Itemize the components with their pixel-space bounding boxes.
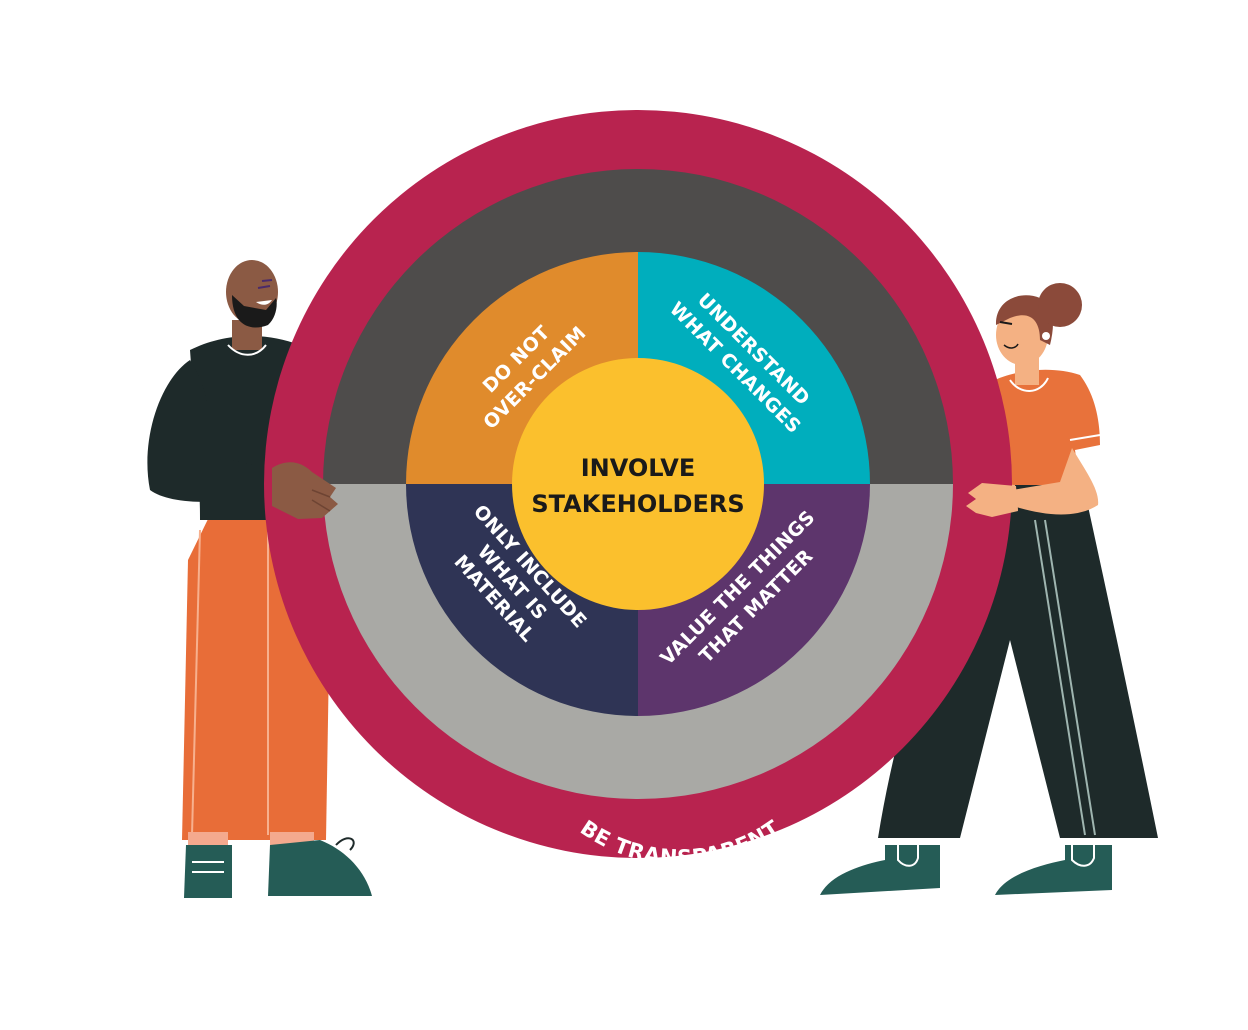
woman-right-shoe [995, 845, 1112, 895]
man-arm [147, 360, 280, 502]
woman-arm [1010, 448, 1099, 515]
outer-ring-top-label: BE RESPONSIVE [551, 0, 799, 31]
woman-hair-bun [1038, 283, 1082, 327]
woman-hand-overlay [966, 483, 1018, 517]
man-beard [232, 295, 277, 328]
middle-ring-top-label: VERIFY THE RESULT [558, 46, 802, 112]
center-circle [512, 358, 764, 610]
center-label-line1: INVOLVE [581, 454, 696, 482]
woman-pants [878, 470, 1158, 838]
man-right-shoe [268, 840, 372, 896]
man-left-leg [182, 515, 272, 840]
center-label-line2: STAKEHOLDERS [531, 490, 744, 518]
woman-figure [820, 283, 1158, 895]
woman-left-shoe [820, 845, 940, 895]
outer-ring-bottom-label: BE RESPONSIVE [555, 867, 791, 924]
man-hand-overlay [272, 462, 338, 519]
